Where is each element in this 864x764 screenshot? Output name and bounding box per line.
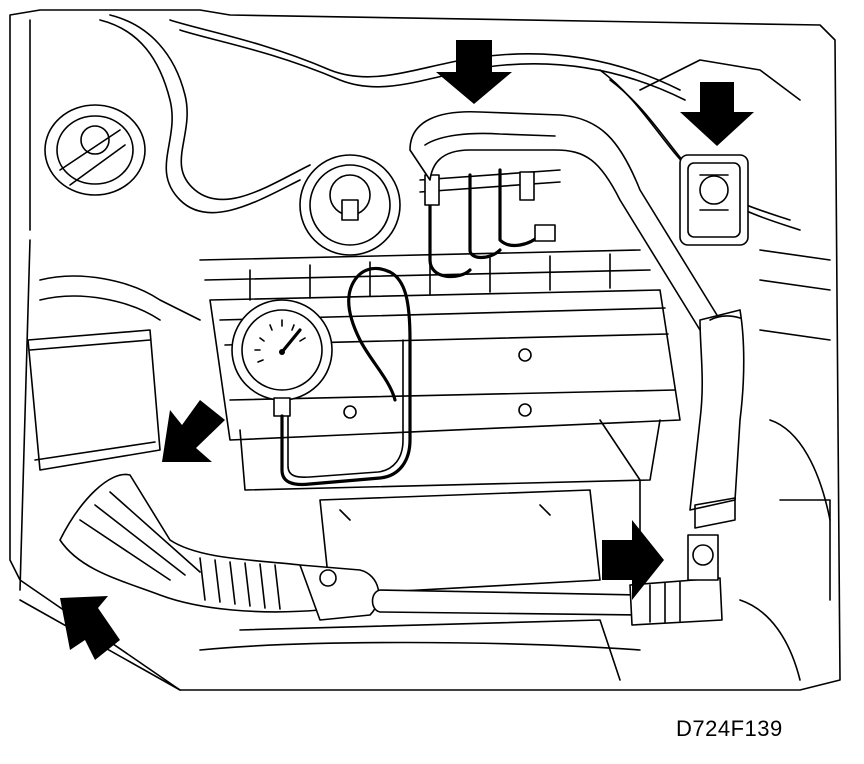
lower-hose	[371, 534, 723, 626]
upper-intake-hose	[409, 110, 745, 529]
fuel-lines	[419, 168, 561, 279]
gauge-hose	[280, 266, 412, 487]
air-intake-corrugated	[59, 473, 380, 621]
figure-id-label: D724F139	[676, 716, 783, 741]
right-details	[739, 249, 831, 681]
left-box	[27, 275, 201, 471]
arrow-down-icon	[680, 82, 754, 146]
engine-bay-outline	[9, 9, 841, 691]
reservoir-right	[679, 154, 749, 246]
arrow-right-icon	[602, 520, 664, 600]
arrow-up-left-icon	[60, 596, 120, 660]
engine-lower	[199, 489, 641, 681]
arrow-down-left-icon	[162, 400, 225, 462]
strut-mount-left	[44, 104, 146, 196]
indicator-arrows	[60, 40, 754, 660]
round-canister	[299, 154, 401, 256]
arrow-down-icon	[436, 40, 512, 104]
pressure-gauge	[231, 299, 333, 417]
